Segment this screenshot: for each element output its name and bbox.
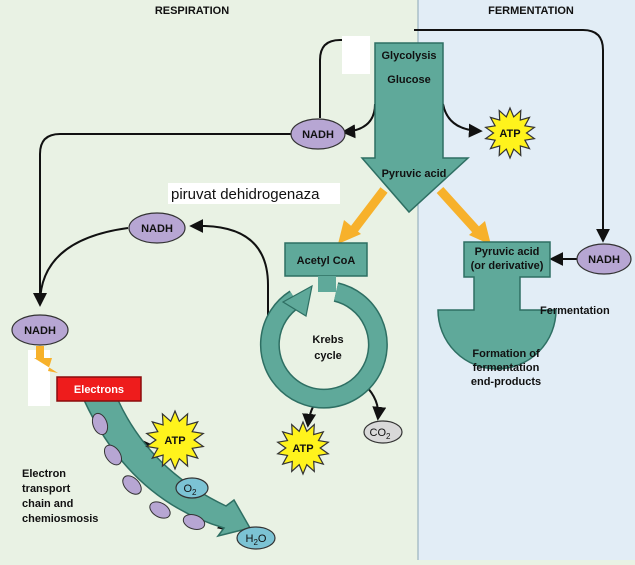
svg-text:O2: O2 <box>183 483 197 497</box>
orange-arrow-to-acetyl-coa <box>338 187 388 244</box>
etc-label-line4: chemiosmosis <box>22 513 98 525</box>
h2o-tail: O <box>258 533 267 545</box>
pyruvic-acid-label: Pyruvic acid <box>382 168 447 180</box>
orange-arrow-to-electrons <box>34 346 58 373</box>
etc-label-line3: chain and <box>22 498 73 510</box>
acetyl-coa-box <box>284 242 368 277</box>
nadh-to-etc-line <box>33 133 292 307</box>
atp-star-glycolysis: ATP <box>484 106 536 160</box>
co2-molecule: CO2 <box>363 420 403 444</box>
o2-base: O <box>183 483 192 495</box>
enzyme-label: piruvat dehidrogenaza <box>171 186 320 203</box>
acetyl-coa-label: Acetyl CoA <box>297 255 356 267</box>
atp-starburst <box>276 420 330 476</box>
krebs-ring <box>261 283 387 408</box>
nadh-etc: NADH <box>11 314 69 346</box>
svg-text:CO2: CO2 <box>370 427 392 441</box>
orange-arrow-to-fermentation <box>436 186 491 245</box>
h2o-sub: 2 <box>253 538 258 547</box>
nadh-to-nadh-arrow <box>33 227 129 307</box>
nadh-label: NADH <box>141 223 173 235</box>
krebs-label-line2: cycle <box>314 350 342 362</box>
formation-label-line2: fermentation <box>473 362 540 374</box>
h2o-base: H <box>246 533 254 545</box>
formation-label-line3: end-products <box>471 376 541 388</box>
krebs-to-nadh-arrow <box>189 219 269 350</box>
glycolysis-atp-arrow <box>442 103 483 138</box>
respiration-header: RESPIRATION <box>155 5 229 17</box>
glucose-label: Glucose <box>387 74 430 86</box>
glycolysis-arrow <box>360 42 470 214</box>
co2-base: CO <box>370 427 387 439</box>
krebs-ring-arrowhead <box>281 284 313 317</box>
fermentation-header: FERMENTATION <box>488 5 574 17</box>
glycolysis-title: Glycolysis <box>381 50 436 62</box>
nadh-fermentation: NADH <box>576 243 632 275</box>
svg-text:H2O: H2O <box>246 533 267 547</box>
acetyl-coa-stem <box>318 276 336 292</box>
nadh-label: NADH <box>24 325 56 337</box>
formation-label-line1: Formation of <box>472 348 540 360</box>
respiration-region <box>0 0 418 560</box>
krebs-label-line1: Krebs <box>312 334 343 346</box>
atp-starburst <box>145 409 205 471</box>
glycolysis-to-nadh-loop <box>319 39 344 118</box>
atp-label: ATP <box>164 435 185 447</box>
atp-starburst <box>484 106 536 160</box>
o2-sub: 2 <box>192 488 197 497</box>
fermentation-label: Fermentation <box>540 305 610 317</box>
nadh-pyruvate: NADH <box>128 212 186 244</box>
glycolysis-to-fermentation-nadh-line <box>414 29 610 243</box>
ferm-pyruvic-label-line2: (or derivative) <box>471 260 544 272</box>
co2-sub: 2 <box>386 432 391 441</box>
atp-label: ATP <box>499 128 520 140</box>
fermentation-shape <box>437 241 557 370</box>
h2o-molecule: H2O <box>236 526 276 550</box>
erased-patch-top <box>342 36 370 74</box>
nadh-glycolysis: NADH <box>290 118 346 150</box>
electrons-label: Electrons <box>74 384 124 396</box>
etc-label-line1: Electron <box>22 468 66 480</box>
electrons-box <box>56 376 142 402</box>
fermentation-region <box>418 0 635 560</box>
etc-label-line2: transport <box>22 483 71 495</box>
atp-star-etc: ATP <box>145 409 205 471</box>
atp-star-krebs: ATP <box>276 420 330 476</box>
ferm-pyruvic-label-line1: Pyruvic acid <box>475 246 540 258</box>
nadh-label: NADH <box>588 254 620 266</box>
atp-label: ATP <box>292 443 313 455</box>
o2-molecule: O2 <box>175 477 209 499</box>
etc-protein-complexes <box>91 412 206 530</box>
nadh-label: NADH <box>302 129 334 141</box>
enzyme-label-box <box>168 183 340 204</box>
